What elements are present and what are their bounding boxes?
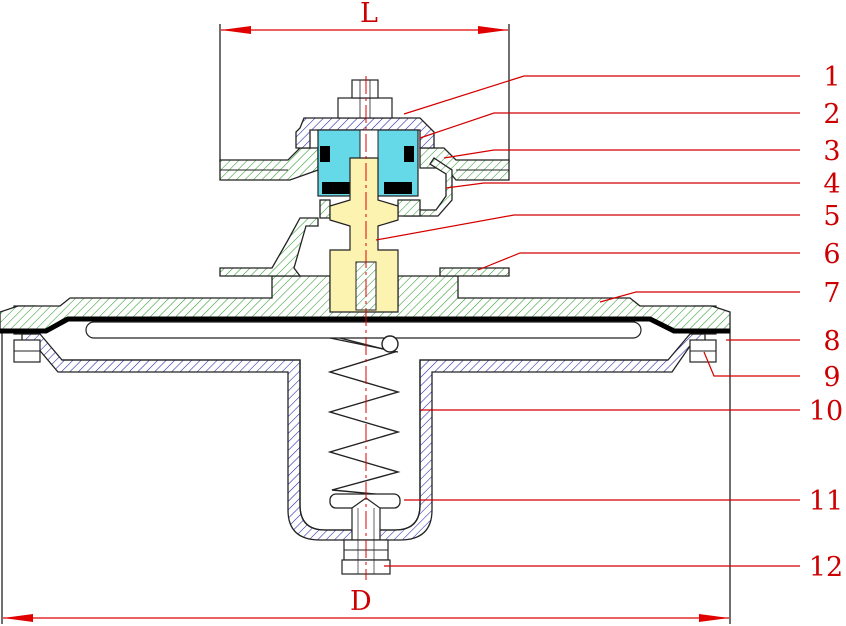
callout-1: 1: [823, 62, 840, 93]
callout-11: 11: [809, 486, 843, 517]
diaphragm-plate: [85, 321, 642, 339]
callout-2: 2: [823, 99, 840, 130]
callout-12: 12: [809, 552, 843, 583]
callout-7: 7: [823, 278, 840, 309]
dimension-l: L: [219, 0, 510, 162]
callout-10: 10: [809, 396, 843, 427]
diaphragm: [0, 316, 730, 334]
callout-6: 6: [823, 239, 840, 270]
callout-leaders: [375, 75, 800, 567]
callout-5: 5: [823, 201, 840, 232]
spring: [327, 335, 401, 497]
dimension-l-label: L: [360, 0, 378, 29]
callout-3: 3: [823, 136, 840, 167]
callout-4: 4: [823, 169, 840, 200]
dimension-d: D: [1, 330, 731, 624]
bonnet-cap: [295, 79, 435, 149]
callout-numbers: 1 2 3 4 5 6 7 8 9 10 11 12: [809, 62, 843, 583]
callout-9: 9: [823, 362, 840, 393]
dimension-d-label: D: [350, 586, 372, 617]
valve-body: [219, 147, 510, 277]
callout-8: 8: [823, 326, 840, 357]
